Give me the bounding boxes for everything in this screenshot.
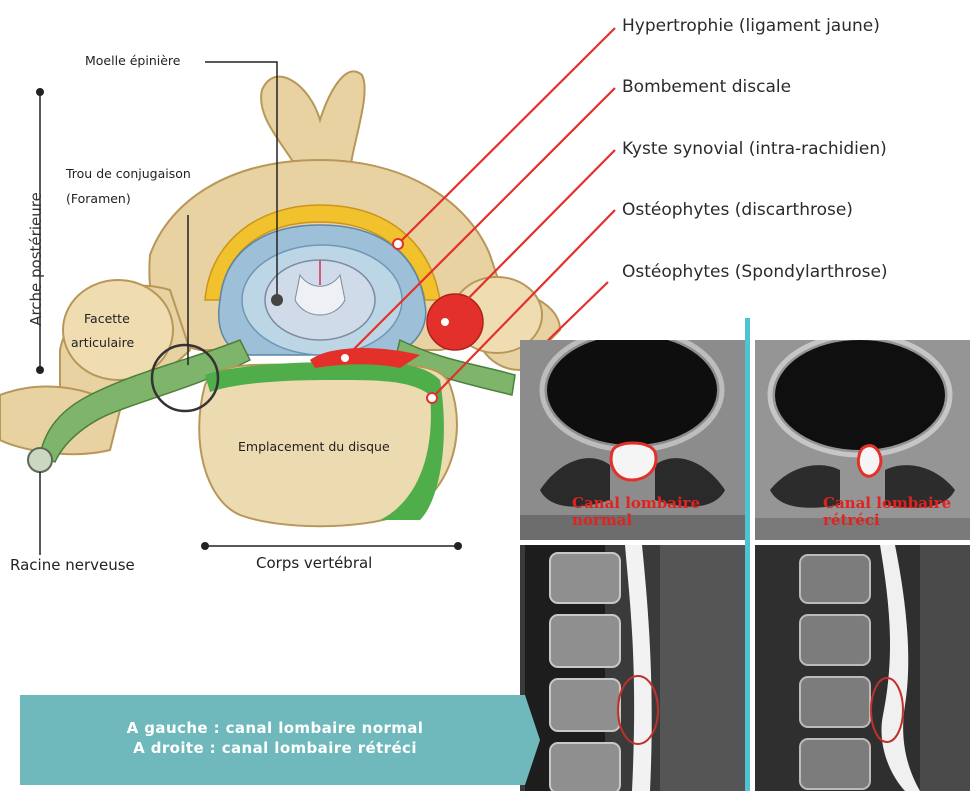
caption-normal-2: normal	[572, 512, 632, 529]
label-racine-nerveuse: Racine nerveuse	[10, 556, 135, 574]
label-arche-posterieure: Arche postérieure	[27, 189, 45, 329]
label-osteophytes-discarthrose: Ostéophytes (discarthrose)	[622, 200, 853, 220]
label-moelle-epiniere: Moelle épinière	[85, 53, 180, 68]
mri-divider	[745, 318, 750, 791]
label-bombement-discale: Bombement discale	[622, 77, 791, 97]
banner-text: A gauche : canal lombaire normal A droit…	[20, 718, 530, 758]
canal-narrow-outline	[858, 446, 881, 477]
mri-sagittal-normal	[520, 545, 745, 791]
label-corps-vertebral: Corps vertébral	[256, 554, 372, 572]
mri-axial-narrow: Canal lombaire rétréci	[755, 340, 970, 540]
label-articulaire: articulaire	[71, 335, 134, 350]
label-kyste-synovial: Kyste synovial (intra-rachidien)	[622, 139, 887, 159]
kyste-synovial	[427, 294, 483, 350]
caption-normal-1: Canal lombaire	[572, 495, 700, 512]
label-facette: Facette	[84, 311, 130, 326]
label-emplacement-disque: Emplacement du disque	[238, 439, 390, 454]
mri-sagittal-narrow	[755, 545, 970, 791]
facette-articulaire	[63, 280, 173, 380]
caption-narrow-2: rétréci	[823, 512, 880, 529]
banner-line-1: A gauche : canal lombaire normal	[20, 718, 530, 738]
canal-normal-outline	[611, 443, 656, 480]
label-hypertrophie: Hypertrophie (ligament jaune)	[622, 16, 880, 36]
label-osteophytes-spondylarthrose: Ostéophytes (Spondylarthrose)	[622, 262, 888, 282]
caption-narrow-1: Canal lombaire	[823, 495, 951, 512]
label-trou-conjugaison: Trou de conjugaison	[66, 166, 191, 181]
label-foramen: (Foramen)	[66, 191, 131, 206]
mri-axial-normal: Canal lombaire normal	[520, 340, 745, 540]
banner-line-2: A droite : canal lombaire rétréci	[20, 738, 530, 758]
